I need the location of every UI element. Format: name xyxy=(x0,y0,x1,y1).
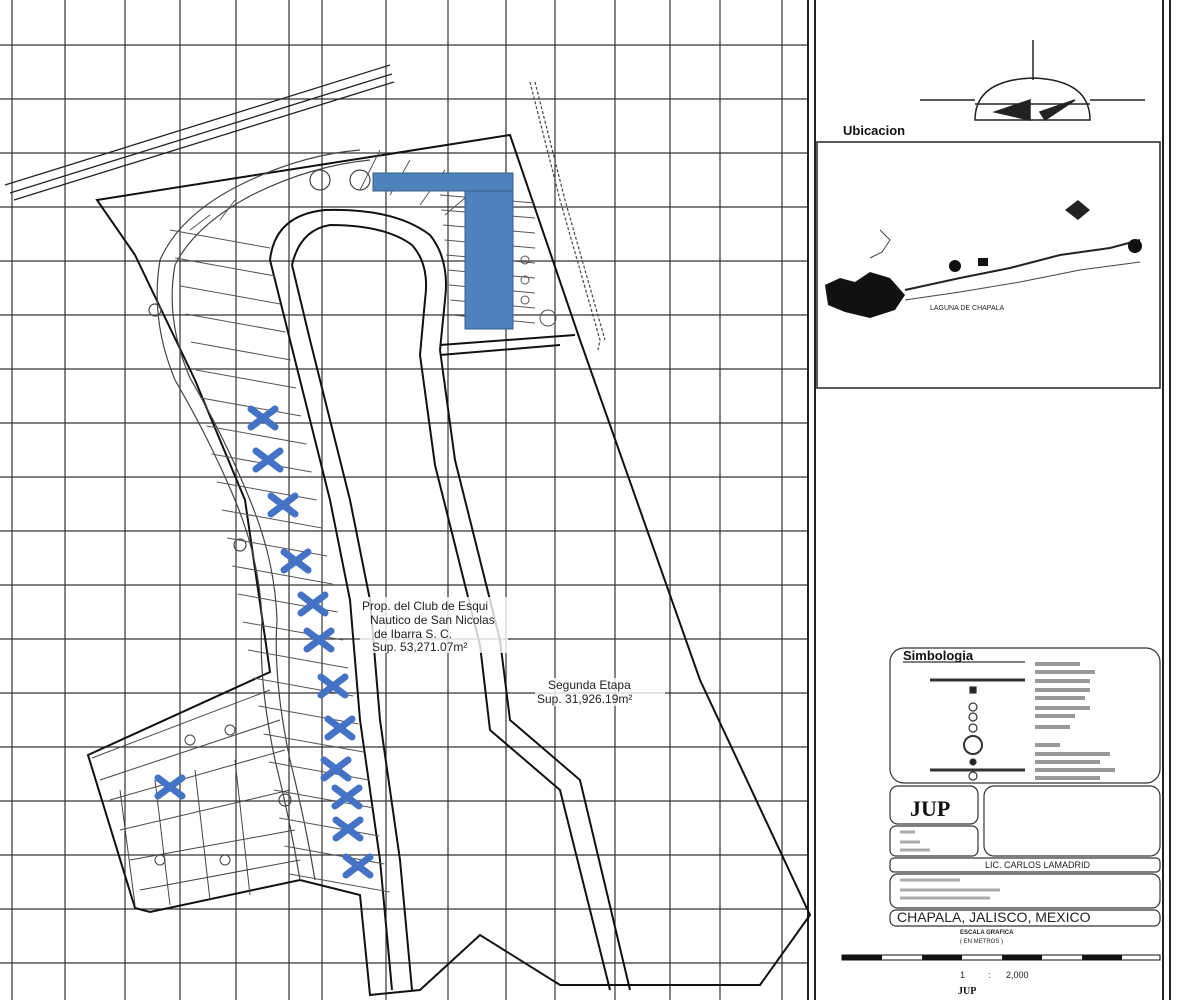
location-map: LAGUNA DE CHAPALA xyxy=(816,141,1161,389)
lot-line xyxy=(227,537,328,557)
lot-line xyxy=(195,369,297,389)
lot-line xyxy=(175,257,276,277)
x-marker-icon xyxy=(247,405,279,431)
x-marker-icon xyxy=(342,853,374,879)
x-marker-icon xyxy=(303,627,335,653)
west-road xyxy=(148,149,371,881)
highway xyxy=(4,64,395,201)
legend-box xyxy=(889,647,1161,784)
scale-units: ( EN METROS ) xyxy=(960,939,1003,945)
sidebar-frame xyxy=(807,0,1171,1000)
lot-line xyxy=(216,481,317,501)
dashed-boundary xyxy=(529,81,606,351)
highlighted-area xyxy=(372,172,514,330)
lot-line xyxy=(279,817,380,837)
lot-line xyxy=(185,313,286,333)
southwest-lots xyxy=(91,689,301,906)
company-logo: JUP xyxy=(910,796,950,821)
parcel-main-line3: de Ibarra S. C. xyxy=(374,627,452,641)
lot-markers xyxy=(154,405,374,879)
x-marker-icon xyxy=(297,591,329,617)
lot-line xyxy=(206,425,307,445)
lot-line xyxy=(268,761,369,781)
lot-line xyxy=(258,705,359,725)
small-logo: JUP xyxy=(958,986,976,997)
north-arrow-icon xyxy=(920,40,1145,122)
parcel-main-area: Sup. 53,271.07m² xyxy=(372,640,467,654)
x-marker-icon xyxy=(267,492,299,518)
x-marker-icon xyxy=(317,673,349,699)
parcel-main-label: Prop. del Club de Esqui Nautico de San N… xyxy=(360,597,508,654)
client-name: LIC. CARLOS LAMADRID xyxy=(985,860,1091,870)
x-marker-icon xyxy=(320,756,352,782)
legend-title: Simbologia xyxy=(903,648,974,663)
parcel-main-line1: Prop. del Club de Esqui xyxy=(362,599,488,613)
x-marker-icon xyxy=(324,715,356,741)
scale-bar xyxy=(841,954,1161,961)
scale-ratio-left: 1 xyxy=(960,970,965,980)
x-marker-icon xyxy=(252,447,284,473)
lot-line xyxy=(247,649,349,669)
x-marker-icon xyxy=(280,548,312,574)
parcel-stage2-title: Segunda Etapa xyxy=(548,678,631,692)
svg-text:JUP: JUP xyxy=(910,796,950,821)
title-block xyxy=(889,785,1161,927)
x-marker-icon xyxy=(331,784,363,810)
lot-line xyxy=(263,733,364,753)
parcel-outline xyxy=(86,133,812,997)
scale-title: ESCALA GRAFICA xyxy=(960,930,1014,936)
lot-line xyxy=(169,229,271,249)
scale-ratio-sep: : xyxy=(988,970,991,980)
x-marker-icon xyxy=(332,816,364,842)
lot-line xyxy=(289,873,390,893)
grid-lines xyxy=(0,0,808,1000)
lake-label: LAGUNA DE CHAPALA xyxy=(930,305,1005,312)
parcel-main-line2: Nautico de San Nicolas xyxy=(370,613,495,627)
parcel-stage2-label: Segunda Etapa Sup. 31,926.19m² xyxy=(535,678,665,706)
lot-line xyxy=(221,509,323,529)
x-marker-icon xyxy=(154,774,186,800)
lot-line xyxy=(190,341,291,361)
place-name: CHAPALA, JALISCO, MEXICO xyxy=(897,909,1091,925)
parcel-stage2-area: Sup. 31,926.19m² xyxy=(537,692,632,706)
location-title: Ubicacion xyxy=(843,123,905,138)
lot-line xyxy=(180,285,281,305)
scale-ratio-right: 2,000 xyxy=(1006,970,1029,980)
lot-line xyxy=(232,565,333,585)
